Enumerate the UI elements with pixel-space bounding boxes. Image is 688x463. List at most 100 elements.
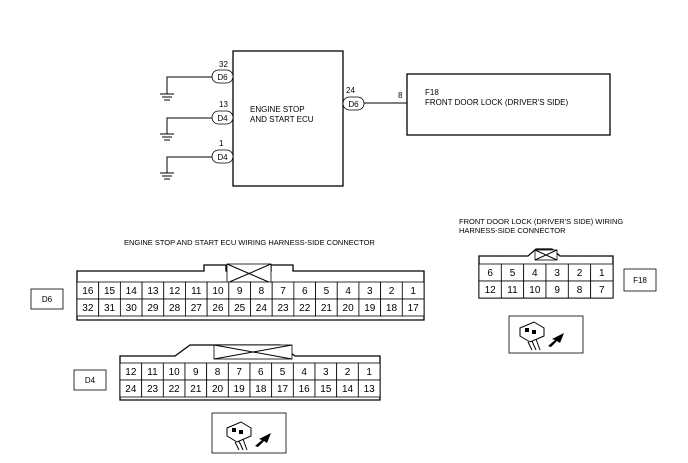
pin-number: 27 bbox=[191, 303, 203, 314]
pin-number: 21 bbox=[321, 303, 333, 314]
door-lock-box bbox=[406, 73, 611, 136]
pin-number: 11 bbox=[147, 367, 158, 378]
pin-number: 28 bbox=[169, 303, 181, 314]
ecu-pin-32: 32 bbox=[219, 60, 228, 69]
pin-number: 4 bbox=[532, 268, 538, 279]
pin-number: 12 bbox=[485, 285, 497, 296]
door-lock-code: F18 bbox=[425, 88, 439, 97]
pin-number: 5 bbox=[510, 268, 516, 279]
pin-number: 31 bbox=[104, 303, 116, 314]
pin-number: 22 bbox=[299, 303, 311, 314]
ecu-label-line1: ENGINE STOP bbox=[250, 105, 305, 114]
connector-view-arrow-icon bbox=[508, 315, 584, 354]
pin-number: 19 bbox=[234, 384, 246, 395]
door-lock-pin-8: 8 bbox=[398, 91, 403, 100]
pin-number: 3 bbox=[367, 286, 373, 297]
pin-number: 10 bbox=[212, 286, 224, 297]
pin-number: 24 bbox=[125, 384, 137, 395]
connector-badge-d6-label: D6 bbox=[348, 100, 359, 109]
ecu-pin-1: 1 bbox=[219, 139, 224, 148]
ecu-label-line2: AND START ECU bbox=[250, 115, 314, 124]
pin-number: 13 bbox=[364, 384, 376, 395]
wire-ground-2 bbox=[166, 117, 212, 134]
ground-symbol-icon bbox=[160, 133, 174, 141]
pin-number: 8 bbox=[259, 286, 265, 297]
pin-number: 7 bbox=[280, 286, 286, 297]
pin-number: 23 bbox=[277, 303, 289, 314]
pin-number: 7 bbox=[599, 285, 605, 296]
pin-number: 3 bbox=[323, 367, 329, 378]
ground-symbol-icon bbox=[160, 93, 174, 101]
pin-number: 20 bbox=[212, 384, 224, 395]
pin-number: 15 bbox=[320, 384, 332, 395]
pin-number: 20 bbox=[343, 303, 355, 314]
pin-number: 17 bbox=[408, 303, 420, 314]
pin-number: 16 bbox=[299, 384, 311, 395]
pin-number: 5 bbox=[324, 286, 330, 297]
ecu-pin-24: 24 bbox=[346, 86, 355, 95]
pin-number: 1 bbox=[410, 286, 416, 297]
pin-number: 8 bbox=[577, 285, 583, 296]
door-lock-name: FRONT DOOR LOCK (DRIVER'S SIDE) bbox=[425, 98, 569, 107]
pin-number: 25 bbox=[234, 303, 246, 314]
pin-number: 18 bbox=[386, 303, 398, 314]
pin-number: 22 bbox=[169, 384, 181, 395]
pin-number: 29 bbox=[147, 303, 159, 314]
pin-number: 2 bbox=[345, 367, 351, 378]
f18-title-line2: HARNESS-SIDE CONNECTOR bbox=[459, 226, 566, 235]
wire-ground-3 bbox=[166, 156, 212, 173]
pin-number: 16 bbox=[82, 286, 94, 297]
pin-number: 10 bbox=[169, 367, 181, 378]
pin-number: 18 bbox=[255, 384, 267, 395]
connector-view-arrow-icon bbox=[211, 412, 287, 454]
pin-number: 2 bbox=[577, 268, 583, 279]
pin-number: 6 bbox=[258, 367, 264, 378]
pin-number: 19 bbox=[364, 303, 376, 314]
pin-number: 1 bbox=[599, 268, 605, 279]
pin-number: 12 bbox=[125, 367, 137, 378]
pin-number: 12 bbox=[169, 286, 181, 297]
pin-number: 17 bbox=[277, 384, 289, 395]
ecu-pin-13: 13 bbox=[219, 100, 228, 109]
f18-label-box bbox=[623, 268, 657, 292]
connector-cavity bbox=[401, 298, 425, 317]
connector-cavity bbox=[590, 280, 614, 299]
pin-number: 11 bbox=[191, 286, 202, 297]
pin-number: 4 bbox=[301, 367, 307, 378]
d4-label-box bbox=[73, 369, 107, 391]
ground-symbol-icon bbox=[160, 172, 174, 180]
ecu-harness-title: ENGINE STOP AND START ECU WIRING HARNESS… bbox=[124, 238, 375, 247]
d6-label: D6 bbox=[42, 295, 53, 304]
pin-number: 11 bbox=[507, 285, 518, 296]
pin-number: 14 bbox=[126, 286, 138, 297]
pin-number: 15 bbox=[104, 286, 116, 297]
d4-label: D4 bbox=[85, 376, 96, 385]
pin-number: 6 bbox=[487, 268, 493, 279]
f18-label: F18 bbox=[633, 276, 647, 285]
pin-number: 8 bbox=[215, 367, 221, 378]
pin-number: 9 bbox=[193, 367, 199, 378]
pin-number: 10 bbox=[529, 285, 541, 296]
pin-number: 14 bbox=[342, 384, 354, 395]
ecu-box bbox=[232, 50, 344, 187]
pin-number: 32 bbox=[82, 303, 94, 314]
connector-cavity bbox=[357, 379, 381, 398]
pin-number: 1 bbox=[366, 367, 372, 378]
schematic: ENGINE STOP AND START ECU 32 D6 13 D4 1 … bbox=[160, 50, 611, 187]
pin-number: 2 bbox=[389, 286, 395, 297]
pin-number: 23 bbox=[147, 384, 159, 395]
pin-number: 26 bbox=[212, 303, 224, 314]
pin-number: 6 bbox=[302, 286, 308, 297]
pin-number: 30 bbox=[126, 303, 138, 314]
f18-title-line1: FRONT DOOR LOCK (DRIVER'S SIDE) WIRING bbox=[459, 217, 623, 226]
pin-number: 9 bbox=[554, 285, 560, 296]
connector-badge-d6-label: D6 bbox=[217, 73, 228, 82]
pin-number: 21 bbox=[190, 384, 202, 395]
connector-badge-d4-label: D4 bbox=[217, 153, 228, 162]
